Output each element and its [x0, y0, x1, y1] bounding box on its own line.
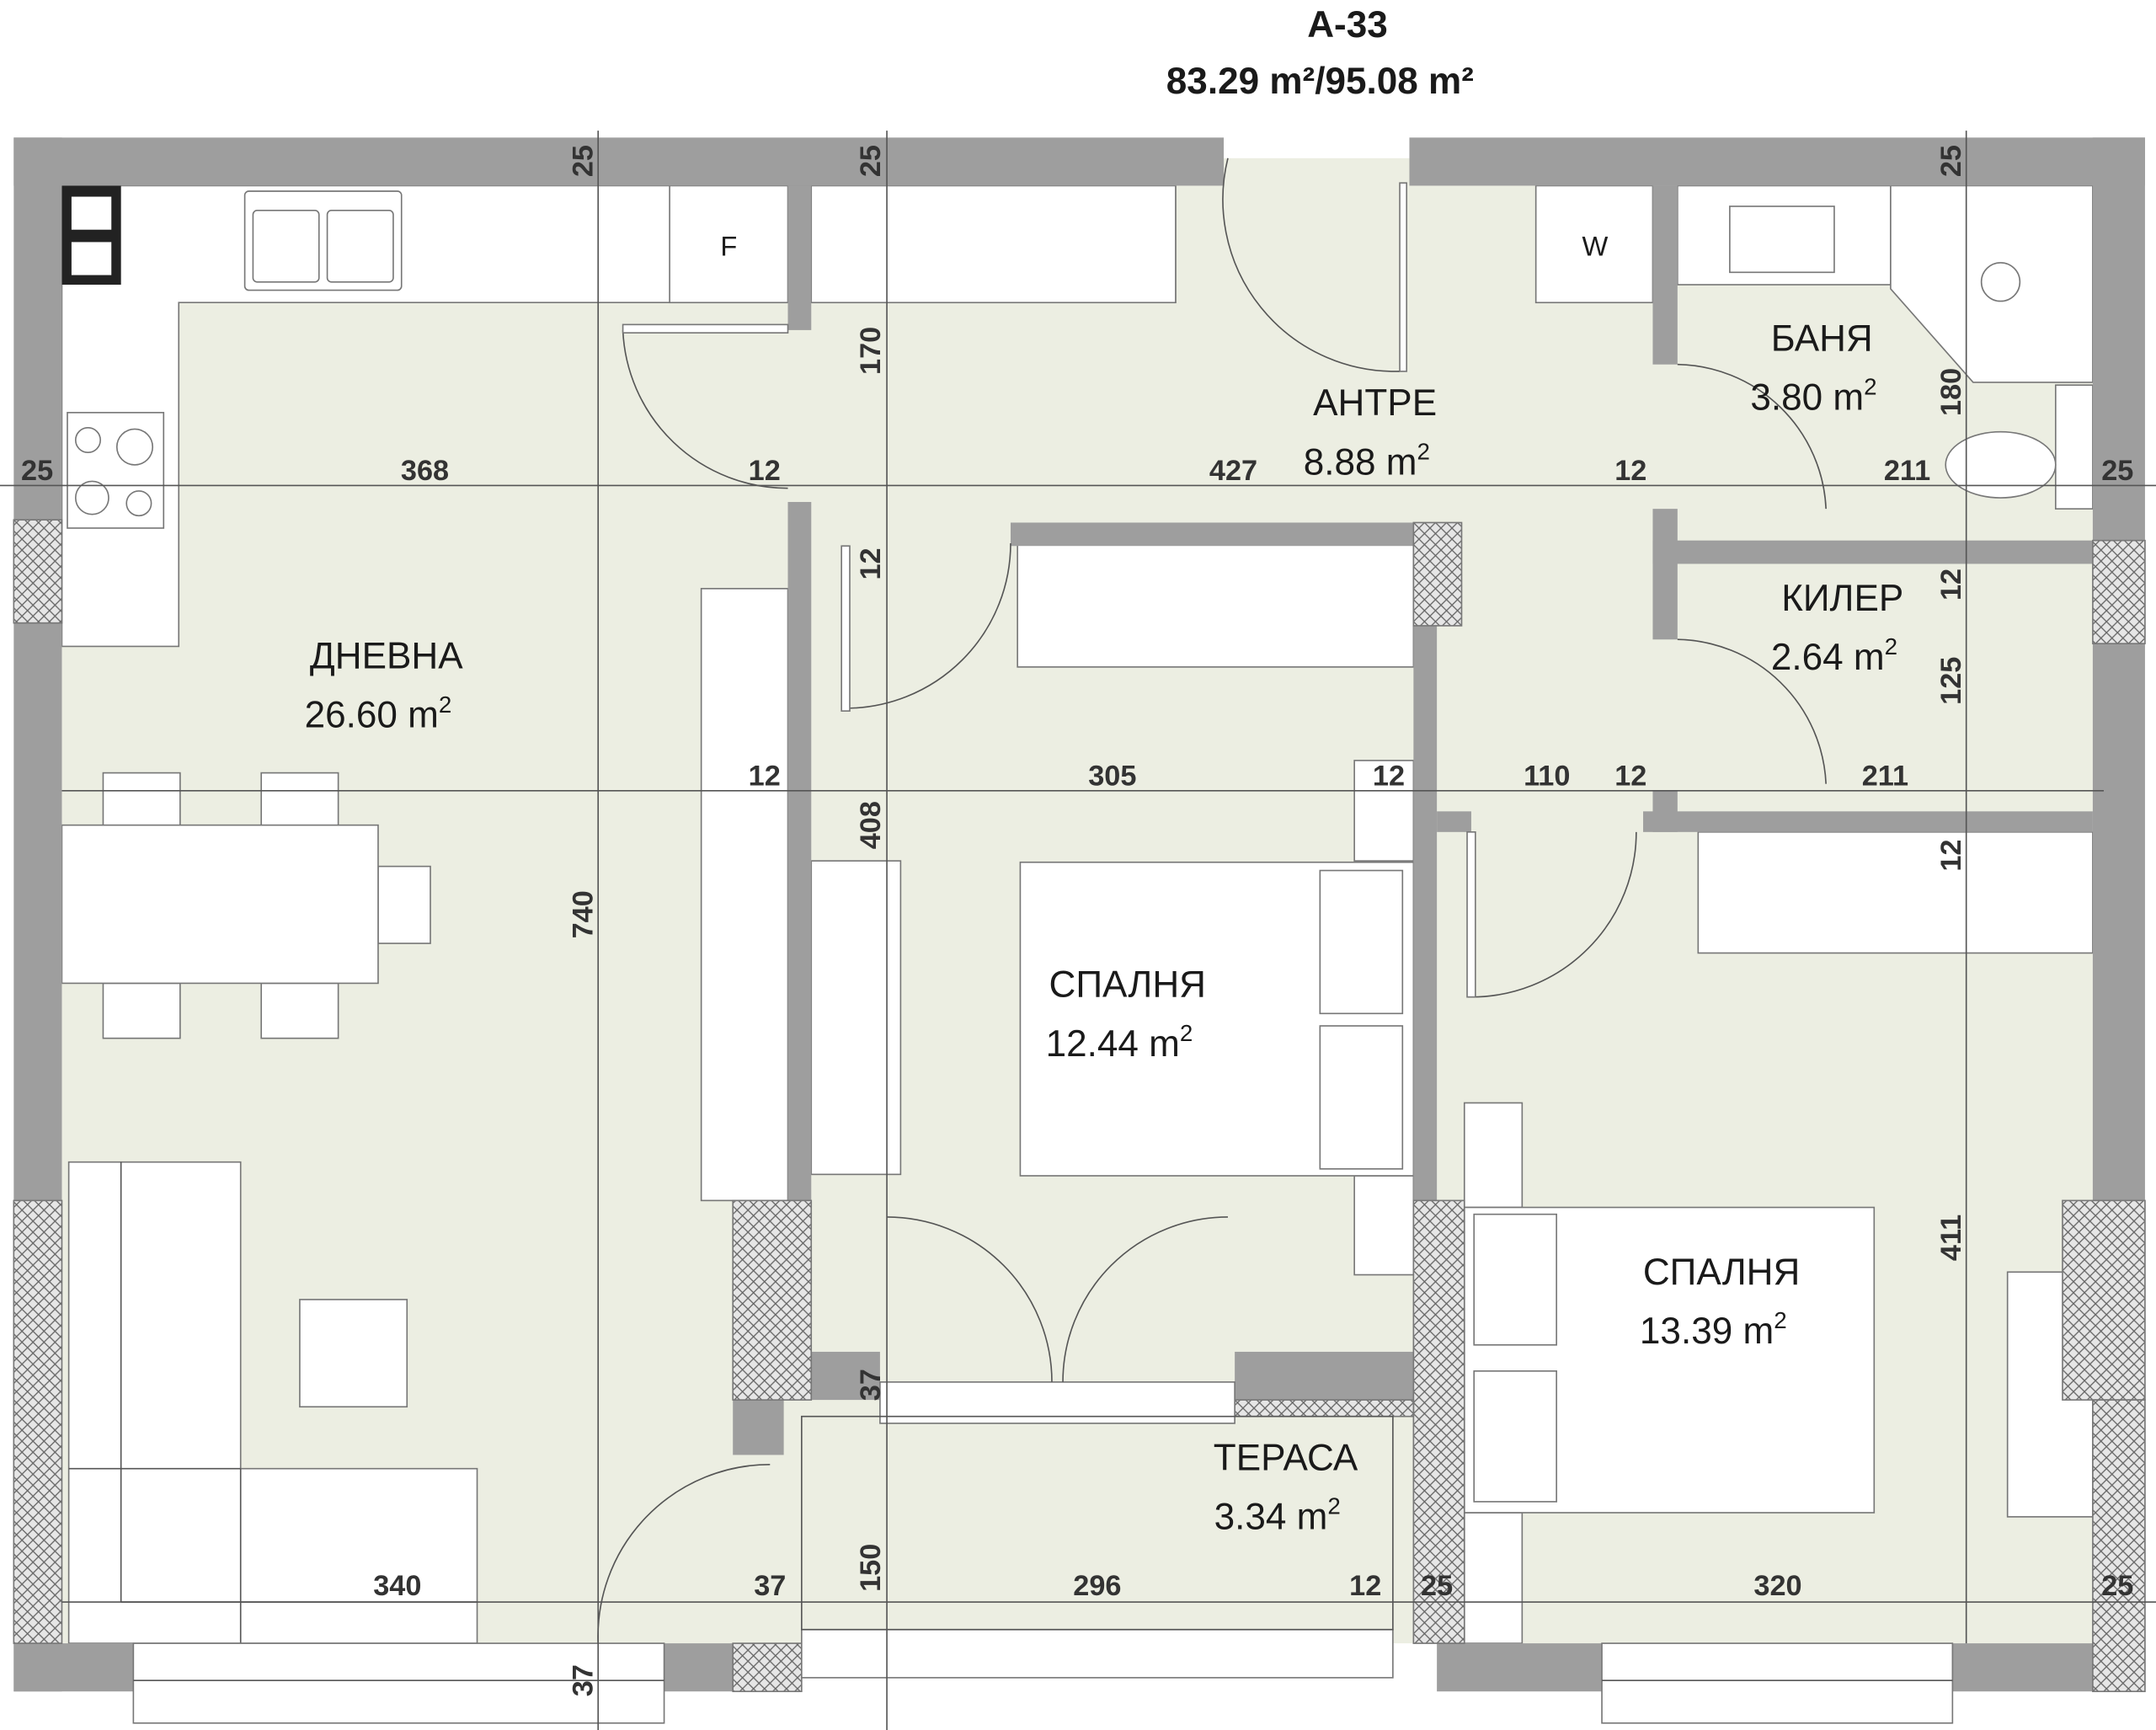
- dimension-label: 37: [855, 1369, 887, 1401]
- room-area-superscript: 2: [1180, 1020, 1193, 1046]
- room-area: 3.80 m2: [1750, 374, 1876, 419]
- washer-label: W: [1582, 231, 1608, 262]
- room-name: СПАЛНЯ: [1049, 964, 1206, 1006]
- dimension-label: 12: [1373, 760, 1405, 792]
- room-name: СПАЛНЯ: [1643, 1252, 1800, 1293]
- room-area: 3.34 m2: [1214, 1493, 1341, 1538]
- living-wardrobe: [700, 588, 789, 1202]
- dimension-label: 12: [1935, 569, 1967, 601]
- dimension-label: 25: [568, 145, 600, 177]
- bathroom-fixtures: [1677, 184, 2094, 510]
- bedroom2-desk: [1697, 831, 2094, 954]
- dimension-label: 125: [1935, 657, 1967, 705]
- dimension-label: 25: [855, 145, 887, 177]
- dimension-label: 25: [1935, 145, 1967, 177]
- room-area-value: 2.64 m: [1771, 637, 1885, 678]
- room-area-value: 3.34 m: [1214, 1497, 1328, 1538]
- room-name: КИЛЕР: [1781, 578, 1903, 619]
- dining-table: [61, 772, 431, 1039]
- room-name: АНТРЕ: [1313, 382, 1437, 424]
- dimension-label: 25: [2101, 1570, 2133, 1602]
- stove-icon: [67, 412, 165, 529]
- dimension-label: 25: [21, 455, 53, 487]
- dimension-label: 170: [855, 327, 887, 375]
- dimension-label: 427: [1209, 455, 1257, 487]
- dimension-label: 12: [749, 455, 781, 487]
- room-name: БАНЯ: [1771, 318, 1873, 359]
- bedroom1-desk: [1017, 542, 1415, 668]
- dimension-label: 25: [2101, 455, 2133, 487]
- bed-2: [1463, 1102, 1876, 1644]
- dimension-label: 12: [1614, 760, 1646, 792]
- room-area: 12.44 m2: [1046, 1020, 1193, 1065]
- dimension-label: 368: [401, 455, 449, 487]
- washer: W: [1534, 184, 1654, 304]
- dimension-lines: [0, 131, 2156, 1730]
- terrace: [801, 1415, 1394, 1631]
- dimension-label: 340: [373, 1570, 421, 1602]
- door-swings: [597, 158, 1827, 1644]
- dimension-label: 12: [1935, 840, 1967, 872]
- dimension-label: 408: [855, 801, 887, 849]
- dimension-label: 110: [1524, 760, 1570, 792]
- entry-wardrobe: [810, 184, 1177, 304]
- dimension-label: 37: [568, 1664, 600, 1696]
- room-area-superscript: 2: [1885, 633, 1897, 659]
- room-area-value: 13.39 m: [1640, 1311, 1774, 1352]
- dimension-label: 180: [1935, 368, 1967, 416]
- bed-1: [1019, 760, 1415, 1276]
- unit-area: 83.29 m²/95.08 m²: [1166, 61, 1474, 102]
- dimension-label: 740: [568, 890, 600, 938]
- room-area-value: 8.88 m: [1304, 441, 1417, 483]
- windows: [132, 1381, 1954, 1724]
- fridge: F: [669, 184, 789, 304]
- room-area-superscript: 2: [1327, 1493, 1340, 1519]
- fridge-label: F: [720, 231, 737, 262]
- dimension-label: 12: [855, 547, 887, 579]
- dimension-label: 320: [1753, 1570, 1801, 1602]
- room-area-superscript: 2: [439, 691, 451, 718]
- dimension-label: 12: [1614, 455, 1646, 487]
- dimension-label: 12: [749, 760, 781, 792]
- room-area-value: 26.60 m: [305, 695, 439, 736]
- dimension-label: 296: [1073, 1570, 1121, 1602]
- room-area-superscript: 2: [1417, 438, 1430, 464]
- hatched-wall-segments: [13, 519, 2146, 1693]
- room-area-value: 12.44 m: [1046, 1023, 1180, 1065]
- coffee-table: [299, 1299, 408, 1408]
- dimension-label: 411: [1935, 1215, 1967, 1261]
- room-area: 13.39 m2: [1640, 1307, 1787, 1352]
- sink-icon: [243, 190, 403, 291]
- dimension-label: 211: [1884, 455, 1930, 487]
- room-area: 2.64 m2: [1771, 633, 1897, 678]
- dimension-label: 37: [754, 1570, 786, 1602]
- dimension-label: 150: [855, 1544, 887, 1592]
- room-area: 26.60 m2: [305, 691, 452, 736]
- room-name: ТЕРАСА: [1214, 1437, 1358, 1478]
- room-area-value: 3.80 m: [1750, 377, 1864, 419]
- bedroom1-wardrobe: [810, 860, 902, 1176]
- dimension-label: 25: [1421, 1570, 1453, 1602]
- dimension-label: 305: [1088, 760, 1136, 792]
- dimension-label: 211: [1862, 760, 1908, 792]
- room-area-superscript: 2: [1864, 374, 1876, 400]
- unit-title: A-33: [1307, 4, 1388, 45]
- room-area-superscript: 2: [1774, 1307, 1786, 1333]
- dimension-label: 12: [1349, 1570, 1381, 1602]
- room-area: 8.88 m2: [1304, 438, 1430, 483]
- room-name: ДНЕВНА: [310, 636, 463, 677]
